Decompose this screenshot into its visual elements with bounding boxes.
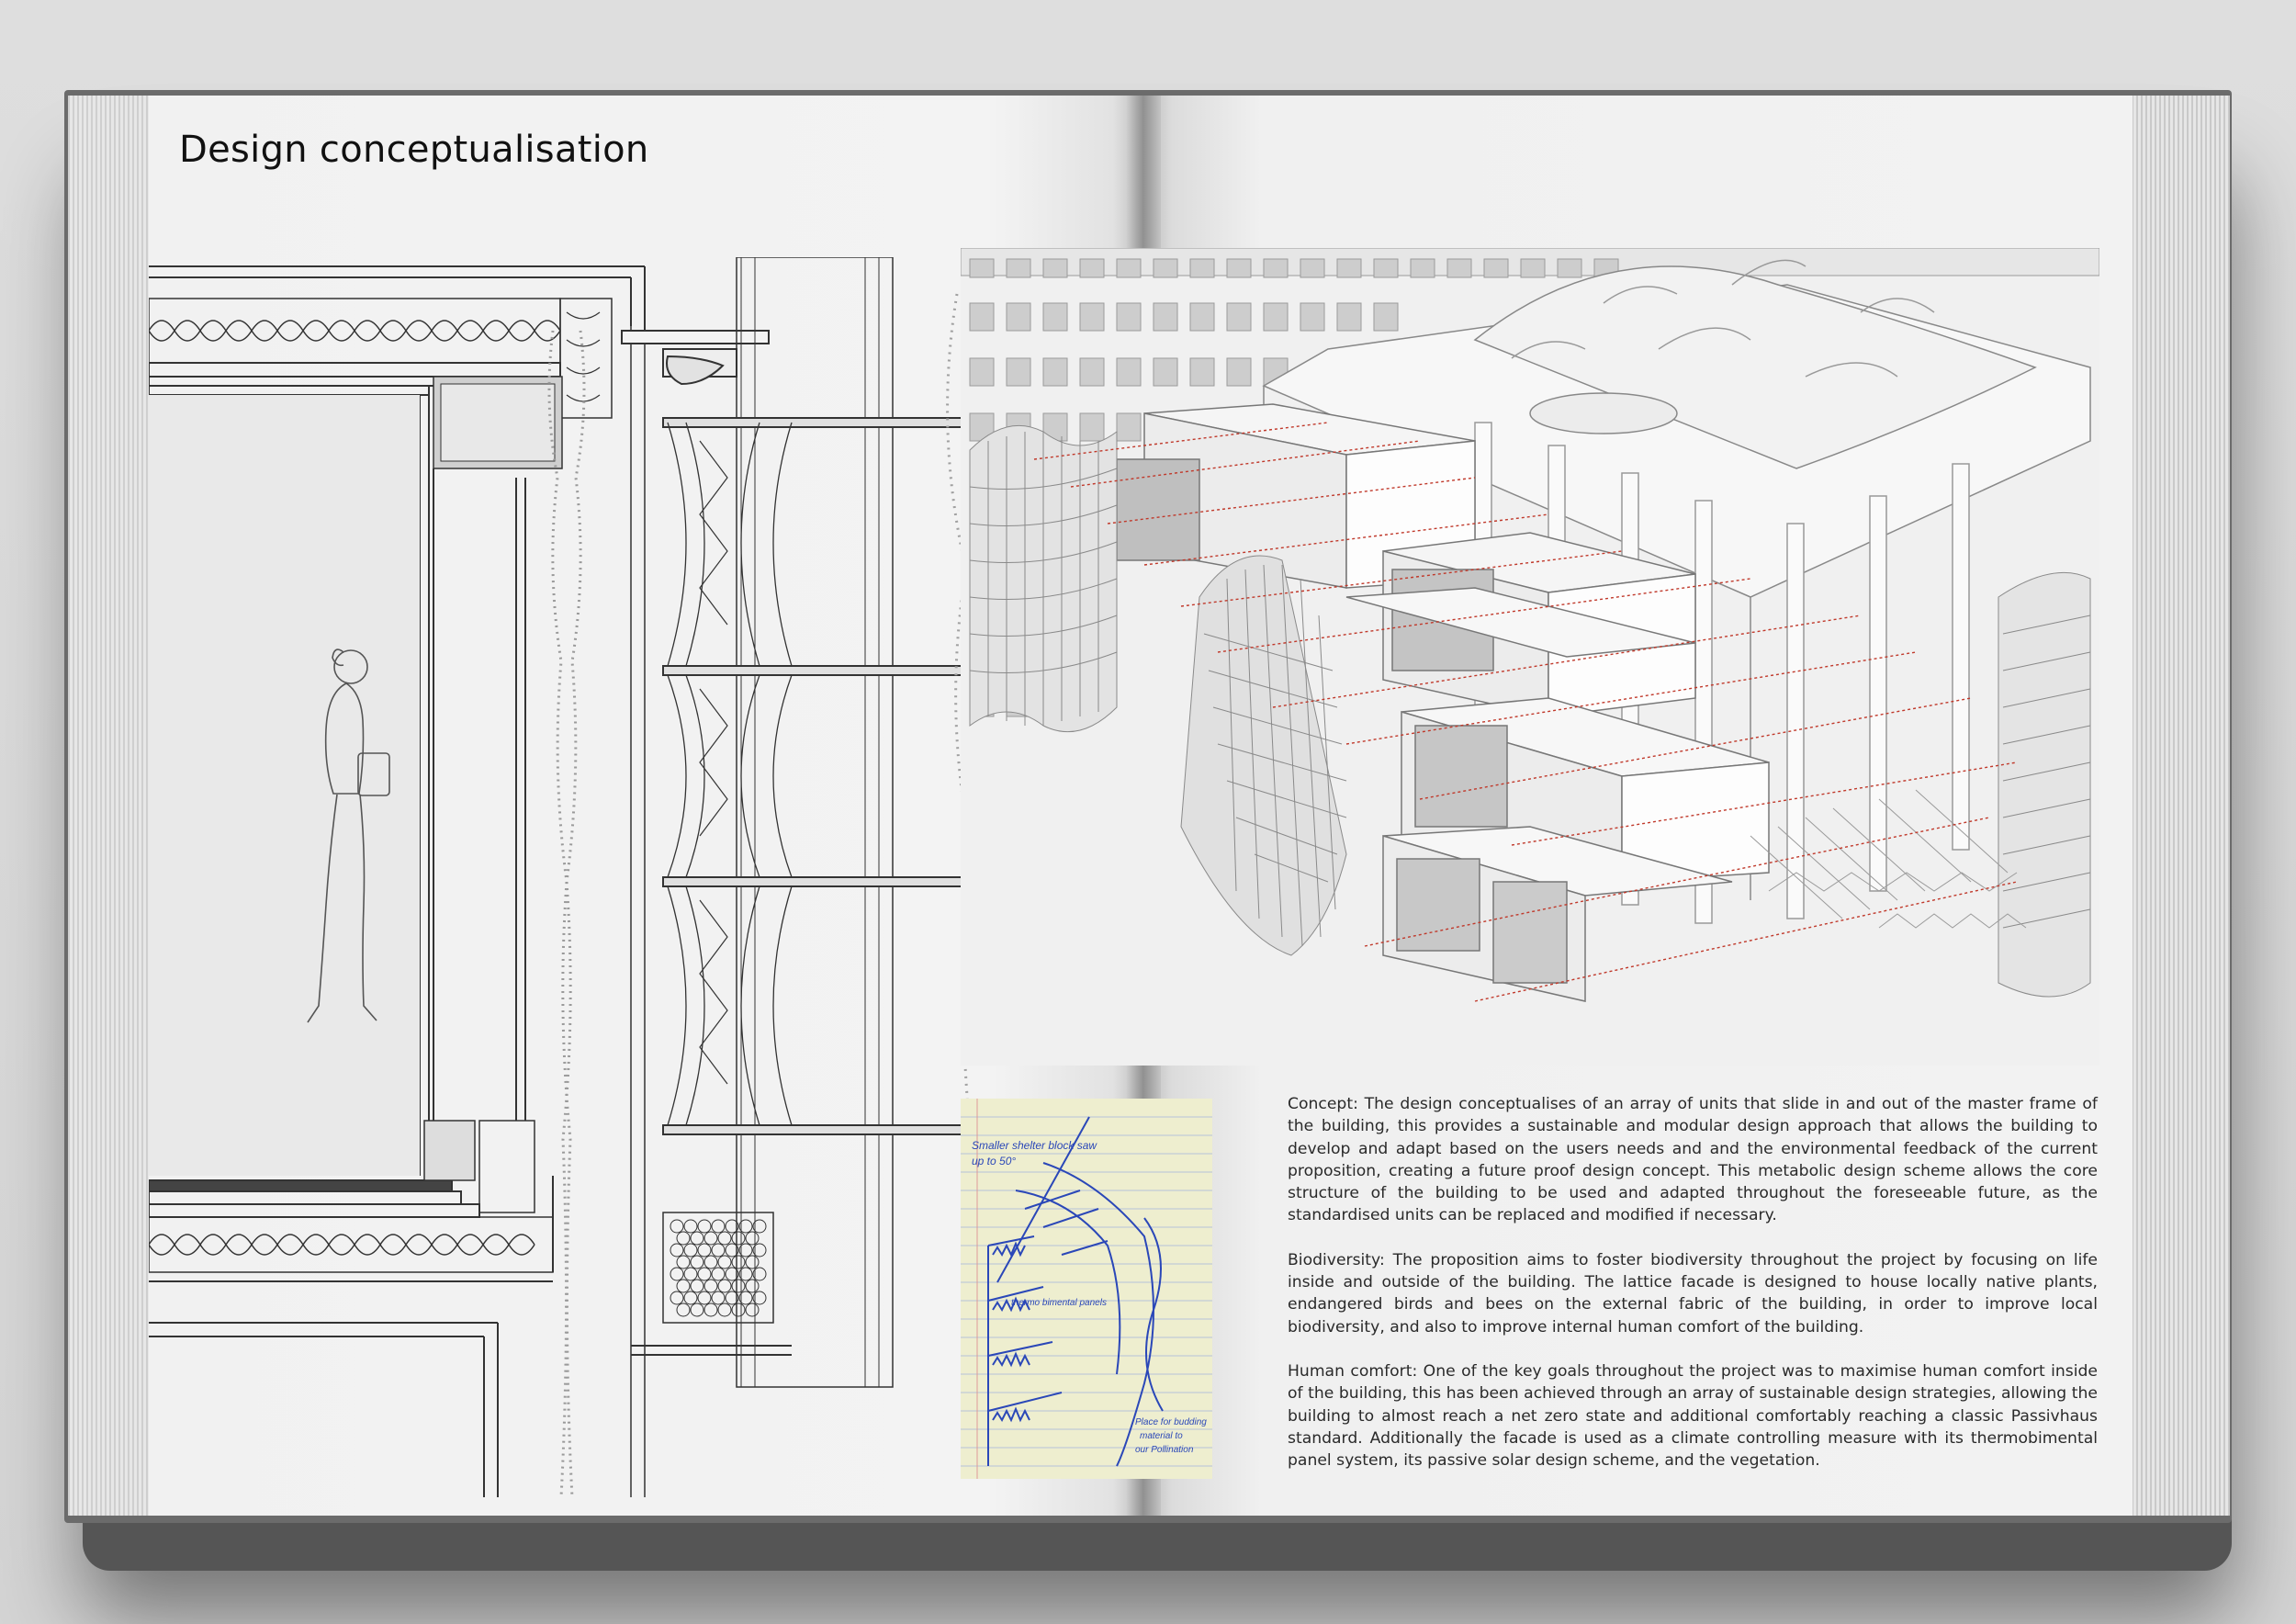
building-axonometric-render — [961, 248, 2099, 1066]
human-comfort-paragraph: Human comfort: One of the key goals thro… — [1288, 1361, 2098, 1471]
hand-sketch-facade: Smaller shelter block saw up to 50° ther… — [961, 1099, 1212, 1479]
sketch-note-5: material to — [1140, 1431, 1183, 1441]
sketch-note-1: Smaller shelter block saw — [972, 1139, 1097, 1152]
page-edges-right — [2129, 96, 2230, 1516]
biodiversity-paragraph: Biodiversity: The proposition aims to fo… — [1288, 1250, 2098, 1336]
sketch-note-4: Place for budding — [1135, 1417, 1207, 1427]
body-text: Concept: The design conceptualises of an… — [1288, 1093, 2098, 1494]
page-edges-left — [68, 96, 152, 1516]
sketch-note-3: thermo bimental panels — [1011, 1298, 1107, 1308]
wall-section-drawing — [149, 257, 999, 1498]
concept-paragraph: Concept: The design conceptualises of an… — [1288, 1095, 2098, 1225]
sketch-note-2: up to 50° — [972, 1155, 1016, 1167]
sketch-note-6: our Pollination — [1135, 1445, 1194, 1455]
page-title: Design conceptualisation — [179, 129, 649, 171]
